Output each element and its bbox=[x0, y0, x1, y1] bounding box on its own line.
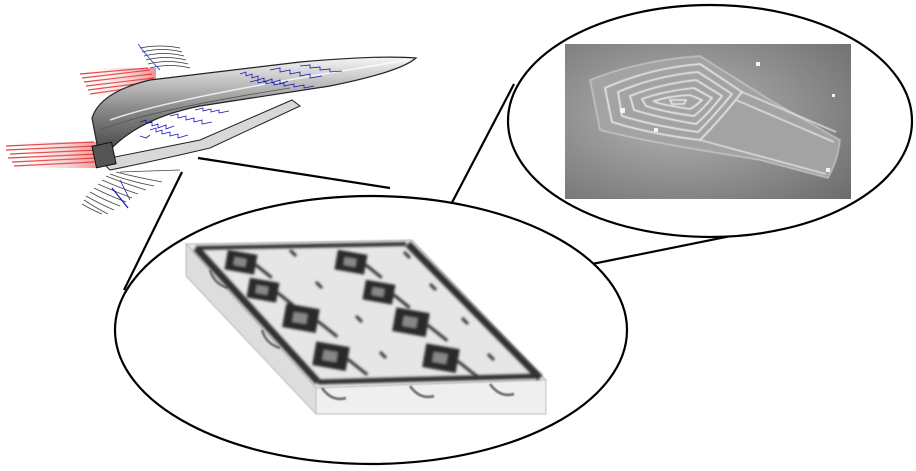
blue-sensor-traces bbox=[119, 64, 343, 201]
wing-flap bbox=[98, 99, 301, 171]
wing-surface bbox=[91, 56, 418, 162]
flexible-coil-sensor-photo bbox=[565, 44, 851, 199]
leading-edge-block bbox=[91, 141, 117, 169]
sensor-element bbox=[246, 277, 295, 307]
sensor-element bbox=[392, 307, 449, 342]
sensor-element bbox=[282, 303, 339, 338]
sensor-detail-callout bbox=[506, 3, 914, 239]
sensor-element bbox=[312, 341, 369, 376]
wake-lines-lower bbox=[81, 169, 181, 215]
sensor-elements bbox=[224, 248, 496, 378]
wing-illustration bbox=[4, 43, 418, 215]
sensor-element bbox=[334, 249, 383, 279]
red-flow-lower bbox=[4, 142, 100, 168]
wake-lines-top bbox=[139, 45, 191, 69]
sensor-element bbox=[422, 343, 479, 378]
spiral-coil bbox=[604, 63, 744, 141]
sensor-element bbox=[224, 249, 273, 279]
sensor-array-callout bbox=[113, 194, 629, 466]
leader-wing-to-array-left bbox=[123, 171, 183, 291]
sensor-element bbox=[362, 279, 411, 309]
panel-borders bbox=[193, 241, 543, 385]
leader-wing-to-array-right bbox=[197, 156, 391, 190]
